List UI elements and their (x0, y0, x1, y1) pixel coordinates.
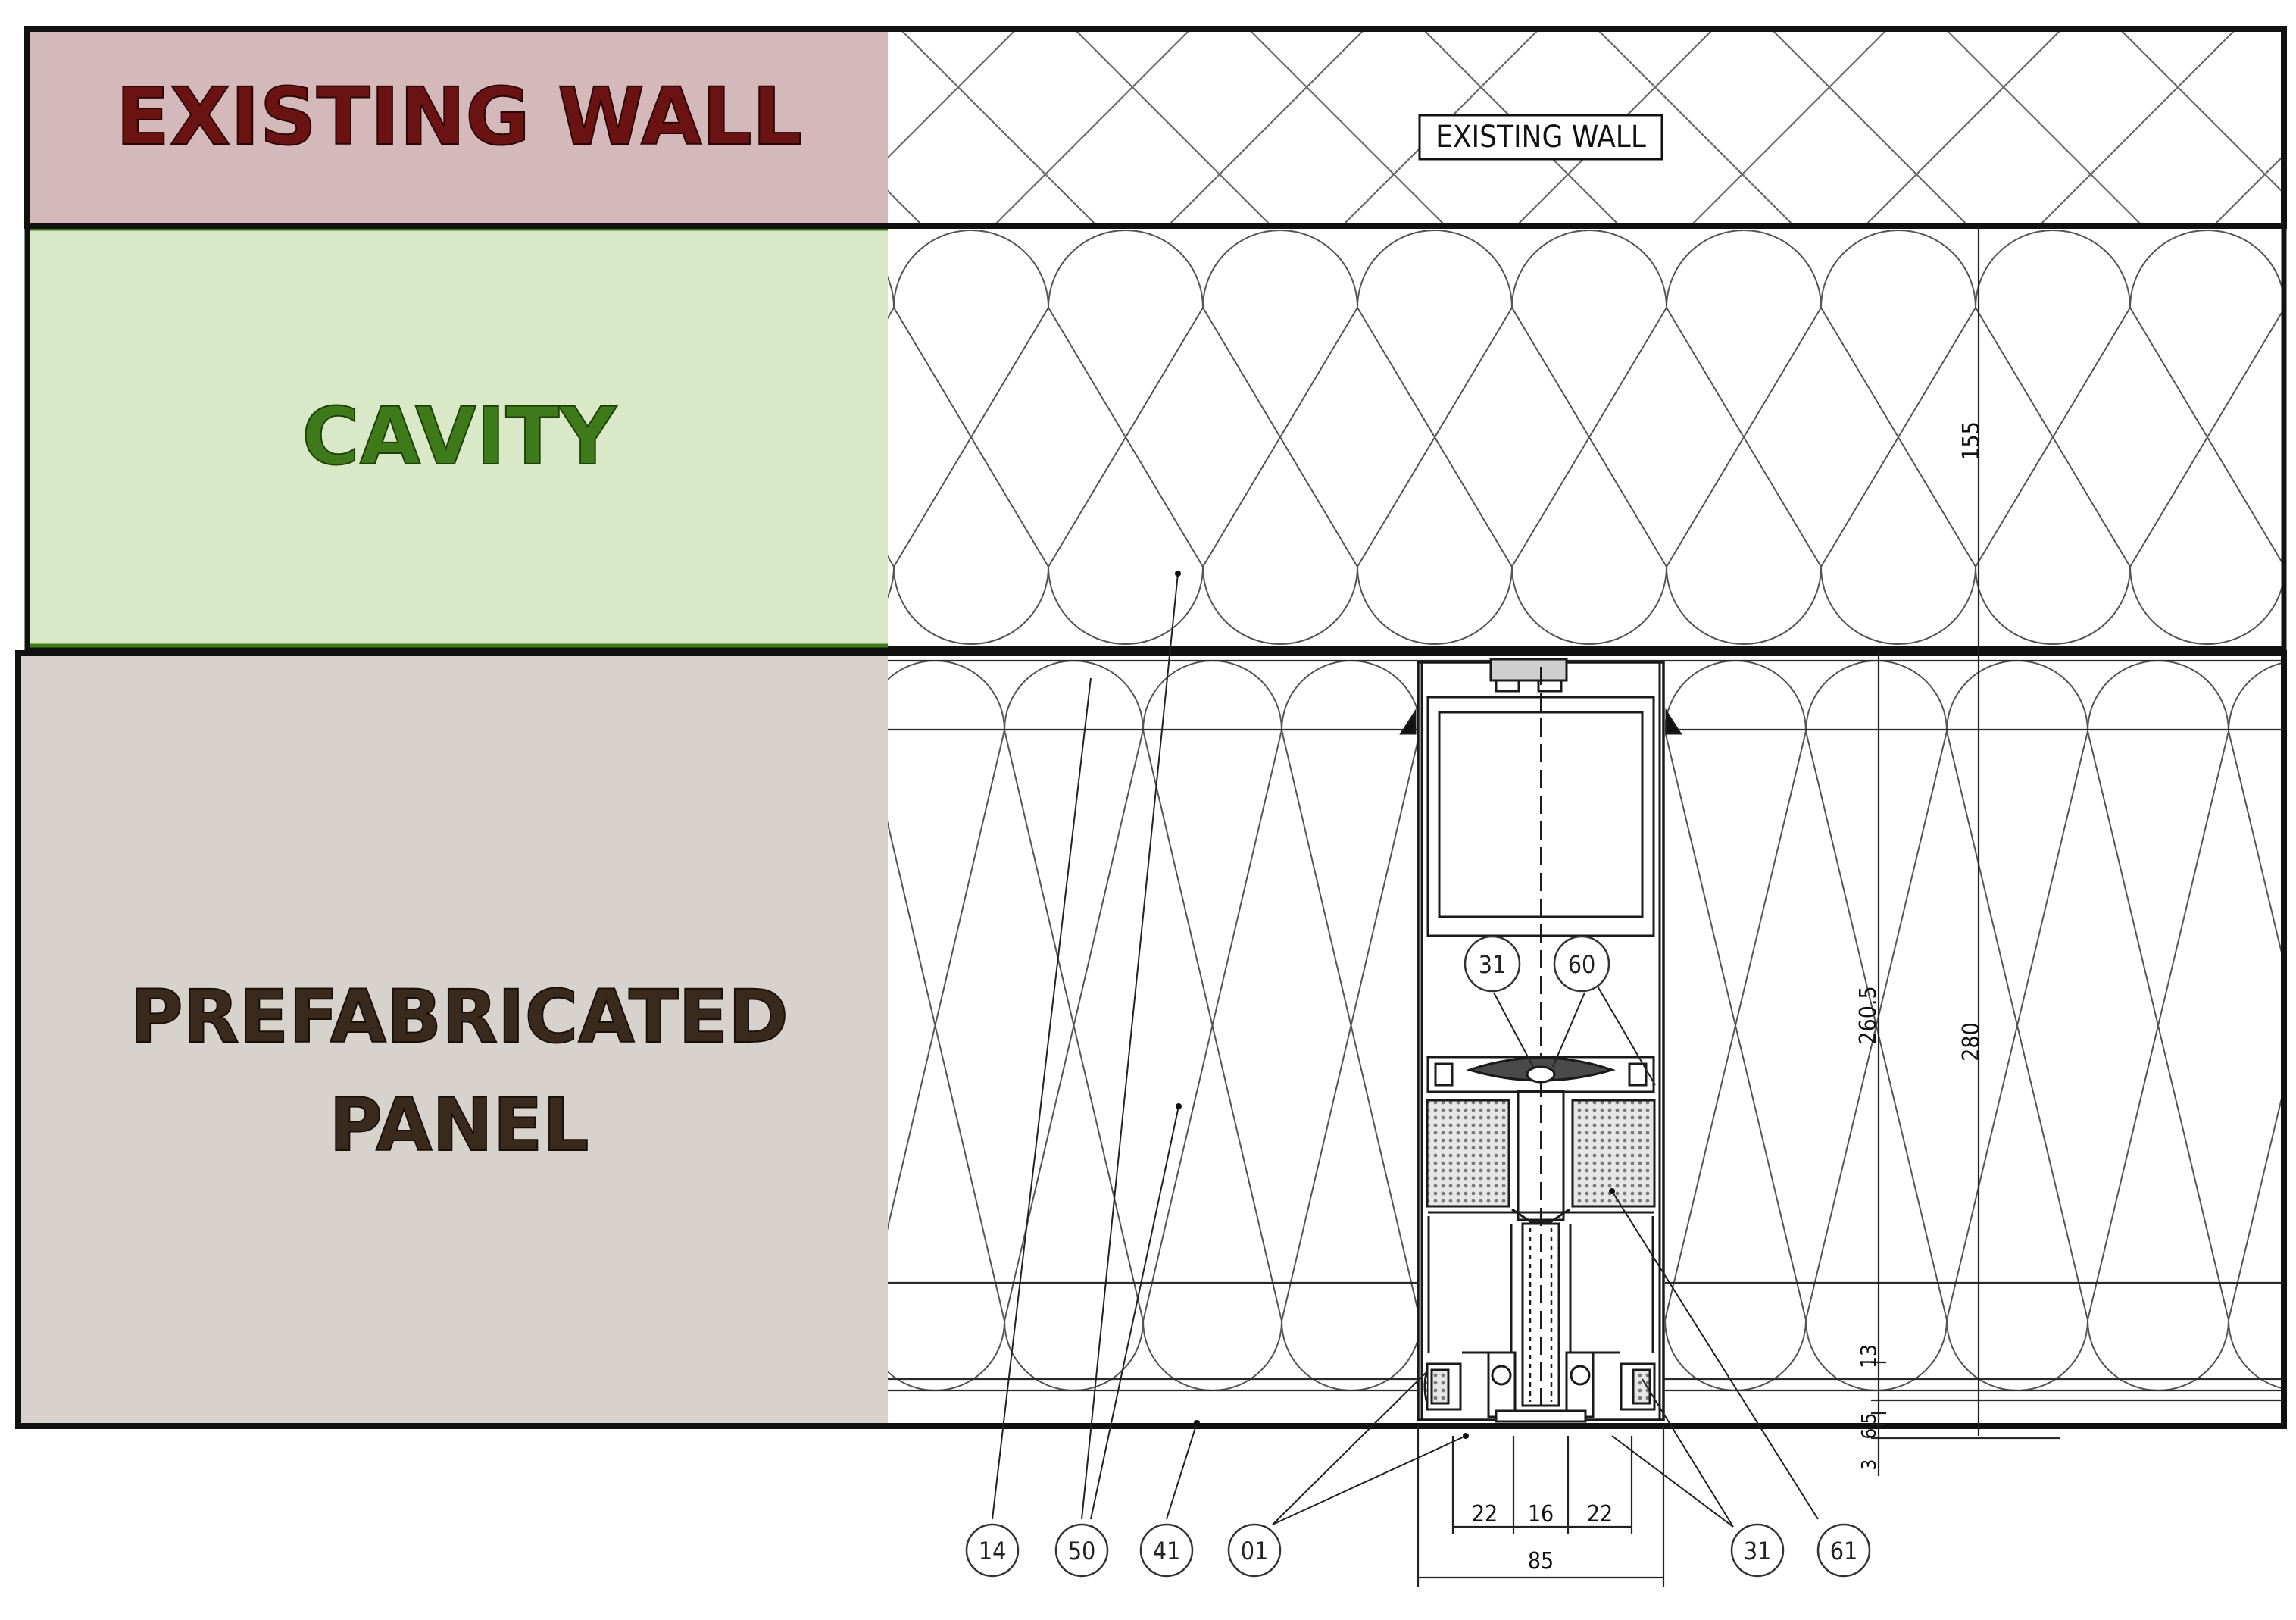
callout-41: 41 (1139, 1523, 1194, 1578)
callout-leaders (992, 573, 1819, 1528)
band-outlines (15, 26, 2287, 1429)
dim-13: 13 (1856, 1344, 1881, 1368)
svg-text:41: 41 (1153, 1537, 1181, 1565)
svg-text:61: 61 (1830, 1537, 1858, 1565)
dim-155: 155 (1958, 421, 1985, 461)
dim-85: 85 (1528, 1548, 1554, 1575)
band-panel (21, 656, 888, 1423)
callout-01: 01 (1227, 1523, 1282, 1578)
callout-31-top: 31 (1464, 935, 1521, 993)
band-existing-wall (30, 32, 888, 224)
svg-text:50: 50 (1068, 1537, 1096, 1565)
callout-31-bottom: 31 (1730, 1523, 1785, 1578)
callout-dots (1175, 571, 1615, 1439)
dim-22-right: 22 (1587, 1501, 1613, 1528)
dim-280: 280 (1958, 1022, 1985, 1062)
dim-16: 16 (1528, 1501, 1554, 1528)
dim-3: 3 (1858, 1459, 1881, 1471)
svg-text:01: 01 (1241, 1537, 1269, 1565)
panel-label-line2: PANEL (330, 1083, 589, 1168)
insulation-loop-path (807, 230, 2284, 645)
existing-wall-tag: EXISTING WALL (1418, 114, 1663, 161)
mullion-profile (1399, 658, 1682, 1423)
svg-text:31: 31 (1744, 1537, 1772, 1565)
callout-60: 60 (1553, 935, 1610, 993)
cavity-label: CAVITY (301, 390, 617, 483)
svg-text:31: 31 (1479, 950, 1507, 979)
svg-text:60: 60 (1568, 950, 1596, 979)
existing-wall-label: EXISTING WALL (116, 70, 802, 163)
dimension-lines-horizontal (1417, 1425, 1665, 1587)
dimension-lines-vertical (1871, 227, 1980, 1476)
callout-61: 61 (1816, 1523, 1871, 1578)
callout-50: 50 (1054, 1523, 1109, 1578)
svg-text:EXISTING WALL: EXISTING WALL (1435, 120, 1646, 155)
dim-5: 5 (1858, 1413, 1881, 1425)
callout-14: 14 (965, 1523, 1020, 1578)
dim-260-5: 260.5 (1855, 986, 1882, 1044)
dim-22-left: 22 (1472, 1501, 1498, 1528)
panel-label-line1: PREFABRICATED (130, 974, 789, 1059)
cavity-insulation (807, 230, 2284, 645)
svg-text:14: 14 (979, 1537, 1007, 1565)
dim-6: 6 (1858, 1428, 1881, 1440)
